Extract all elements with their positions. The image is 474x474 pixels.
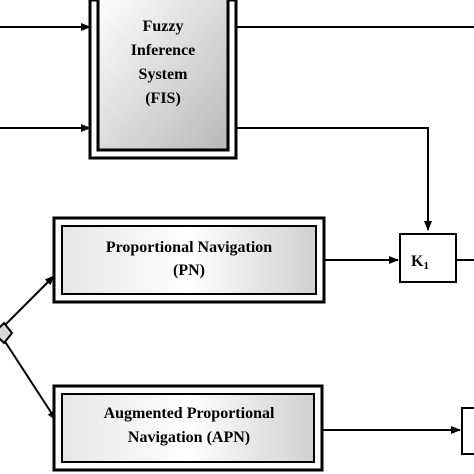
pn-block: Proportional Navigation (PN) [52, 216, 326, 304]
k1-subscript: 1 [423, 260, 429, 272]
svg-text:K1: K1 [411, 253, 429, 272]
fis-output-to-k1 [236, 127, 432, 231]
fis-line-2: Inference [131, 42, 196, 59]
k1-gain-block: K1 [399, 233, 457, 283]
apn-line-2: Navigation (APN) [128, 429, 250, 446]
k1-label: K [411, 253, 424, 270]
apn-block: Augmented Proportional Navigation (APN) [52, 384, 324, 472]
fis-block: Fuzzy Inference System (FIS) [88, 0, 238, 160]
apn-output-block-partial [461, 407, 474, 455]
fis-line-4: (FIS) [145, 90, 181, 107]
split-junction [0, 321, 14, 345]
pn-line-1: Proportional Navigation [106, 239, 272, 256]
split-to-apn-arrow [3, 339, 57, 421]
fis-line-3: System [139, 66, 189, 83]
apn-line-1: Augmented Proportional [104, 405, 275, 422]
pn-line-2: (PN) [173, 262, 205, 279]
fis-line-1: Fuzzy [143, 18, 184, 35]
split-to-pn-arrow [3, 275, 55, 327]
connectors [0, 23, 474, 434]
